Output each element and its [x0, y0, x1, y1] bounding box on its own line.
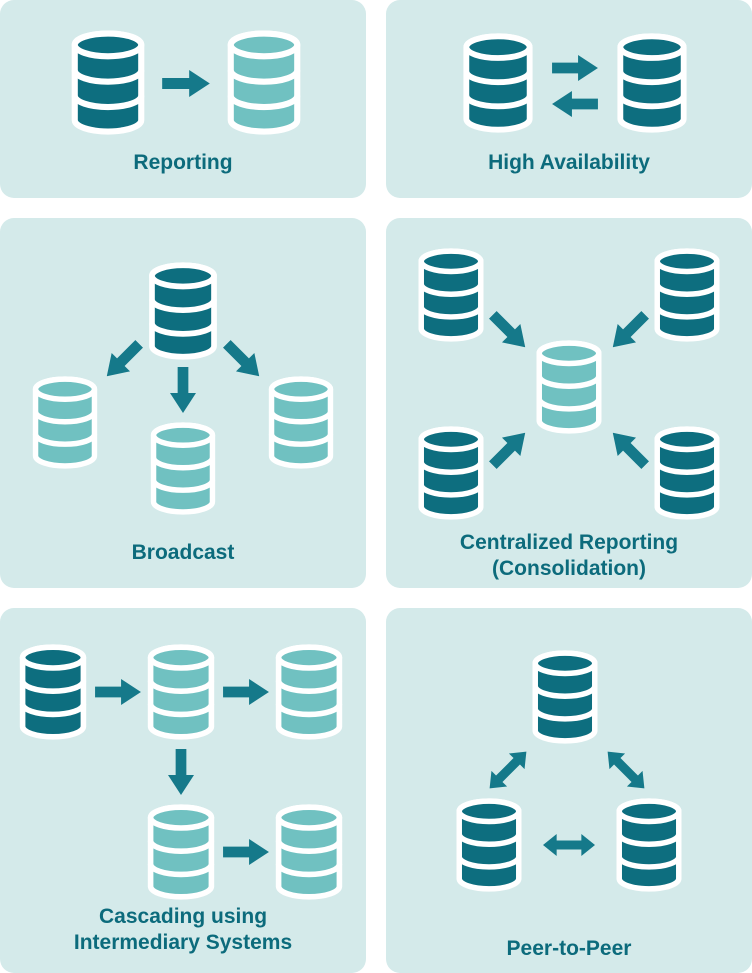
double-arrow-horizontal-icon: [539, 832, 599, 858]
database-icon-light: [26, 376, 104, 469]
panel-high-availability: High Availability: [386, 0, 752, 198]
panel-centralized-reporting: Centralized Reporting (Consolidation): [386, 218, 752, 588]
database-icon-dark: [14, 644, 92, 740]
panel-label-line1: Cascading using: [98, 905, 268, 928]
panel-label: Broadcast: [131, 541, 235, 564]
panel-label-line2: Intermediary Systems: [73, 931, 293, 954]
panel-label: Cascading using Intermediary Systems: [0, 904, 366, 956]
database-icon-dark: [66, 30, 150, 135]
database-icon-light: [270, 644, 348, 740]
panel-label-line1: Centralized Reporting: [459, 531, 679, 554]
arrow-right-icon: [95, 679, 141, 705]
database-icon-dark: [526, 650, 604, 744]
arrow-down-icon: [168, 749, 194, 795]
database-icon-dark: [610, 798, 688, 892]
panel-label: High Availability: [488, 151, 650, 174]
arrow-down-right-icon: [218, 335, 269, 386]
database-icon-dark: [143, 262, 223, 360]
arrow-up-left-icon: [604, 424, 655, 475]
database-icon-light: [222, 30, 306, 135]
database-icon-dark: [648, 426, 726, 520]
panel-label: Centralized Reporting (Consolidation): [386, 530, 752, 582]
arrow-right-icon: [223, 839, 269, 865]
arrow-right-icon: [223, 679, 269, 705]
database-icon-dark: [412, 248, 490, 342]
double-arrow-diagonal-icon: [596, 740, 657, 801]
panel-peer-to-peer: Peer-to-Peer: [386, 608, 752, 973]
panel-reporting: Reporting: [0, 0, 366, 198]
panel-label: Peer-to-Peer: [506, 937, 632, 960]
database-icon-light: [530, 340, 608, 434]
database-icon-light: [270, 804, 348, 900]
panel-cascading: Cascading using Intermediary Systems: [0, 608, 366, 973]
arrow-down-icon: [170, 367, 196, 413]
database-icon-dark: [458, 33, 538, 133]
database-icon-dark: [450, 798, 528, 892]
arrow-left-icon: [552, 91, 598, 117]
database-icon-light: [262, 376, 340, 469]
arrow-down-left-icon: [98, 335, 149, 386]
panel-broadcast: Broadcast: [0, 218, 366, 588]
arrow-up-right-icon: [484, 424, 535, 475]
database-icon-dark: [612, 33, 692, 133]
database-icon-light: [144, 422, 222, 515]
arrow-right-icon: [552, 55, 598, 81]
database-icon-light: [142, 644, 220, 740]
double-arrow-diagonal-icon: [478, 740, 539, 801]
arrow-down-left-icon: [604, 306, 655, 357]
database-icon-dark: [412, 426, 490, 520]
arrow-down-right-icon: [484, 306, 535, 357]
panel-label: Reporting: [133, 151, 233, 174]
database-icon-light: [142, 804, 220, 900]
database-icon-dark: [648, 248, 726, 342]
arrow-right-icon: [162, 70, 210, 97]
panel-label-line2: (Consolidation): [492, 557, 646, 580]
